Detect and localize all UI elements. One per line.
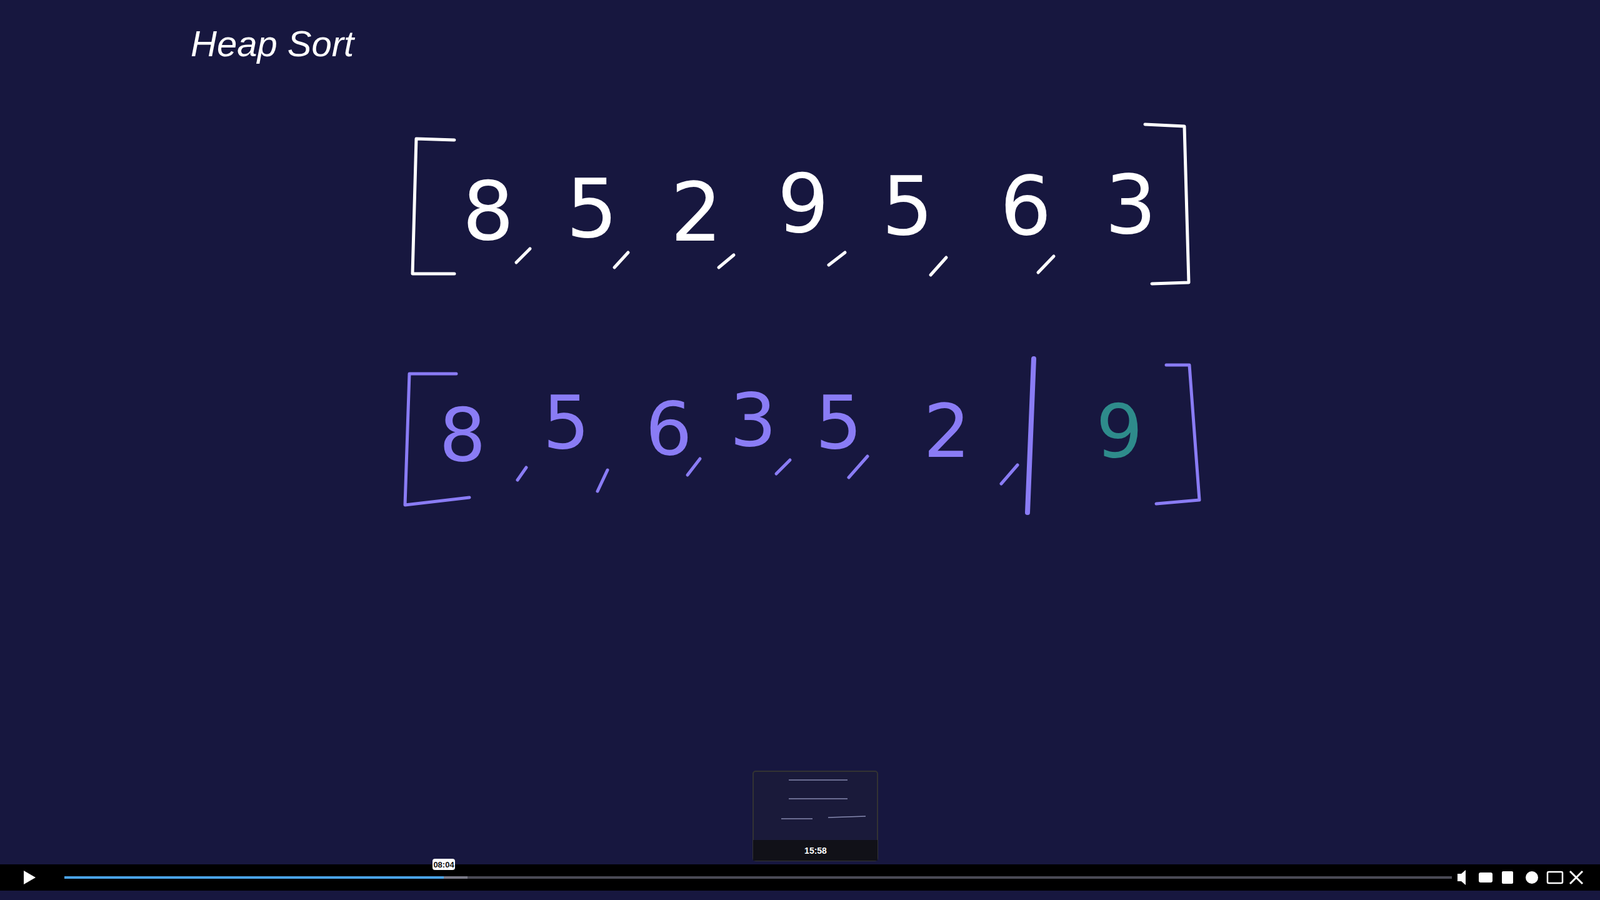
- heap-value: 8: [438, 398, 486, 472]
- bracket: [412, 138, 455, 274]
- comma: [516, 248, 530, 263]
- bracket: [1156, 365, 1200, 504]
- thumbnail-strip: [753, 840, 878, 861]
- thumbnail-time: 15:58: [804, 846, 827, 855]
- time-tooltip: [432, 858, 455, 870]
- slide-title: Heap Sort: [190, 22, 354, 65]
- array-value: 6: [1000, 165, 1052, 247]
- comma: [828, 252, 845, 265]
- heap-value: 3: [729, 383, 777, 457]
- comma: [597, 470, 608, 492]
- video-player: [0, 771, 1600, 891]
- comma: [517, 467, 527, 480]
- preview-thumbnail: [753, 771, 878, 861]
- progress-track: [64, 876, 1452, 879]
- progress-bar: [64, 876, 444, 879]
- array-value: 9: [777, 163, 830, 245]
- array-value: 5: [881, 165, 934, 247]
- transcript-icon: [1501, 871, 1514, 884]
- settings-icon: [1525, 871, 1539, 884]
- comma: [848, 456, 868, 478]
- play-icon: [23, 870, 36, 885]
- sorted-divider: [1027, 358, 1034, 513]
- volume-icon: [1457, 870, 1466, 885]
- thumbnail-sketch: [781, 780, 866, 819]
- time-tooltip-text: 08:04: [433, 860, 454, 869]
- array-value: 5: [566, 168, 619, 250]
- comma: [1038, 256, 1054, 273]
- player-icons: [1457, 870, 1583, 885]
- heap-value: 6: [645, 391, 692, 466]
- comma: [1001, 465, 1018, 484]
- comma: [614, 252, 629, 268]
- cc-icon: [1478, 872, 1493, 883]
- first-array-strokes: [412, 124, 1189, 284]
- heap-value: 5: [542, 385, 590, 460]
- comma: [930, 257, 947, 275]
- buffer-bar: [64, 876, 468, 879]
- array-value: 3: [1105, 164, 1157, 246]
- array-value: 2: [670, 171, 723, 254]
- heap-value: 2: [923, 394, 970, 469]
- comma: [776, 460, 790, 474]
- second-array-strokes: [405, 358, 1200, 513]
- pip-icon: [1547, 871, 1563, 884]
- fullscreen-icon: [1570, 871, 1583, 884]
- sorted-value: 9: [1095, 394, 1143, 469]
- heap-value: 5: [815, 385, 862, 460]
- control-bar: [0, 864, 1600, 891]
- comma: [718, 255, 734, 268]
- array-value: 8: [462, 170, 515, 252]
